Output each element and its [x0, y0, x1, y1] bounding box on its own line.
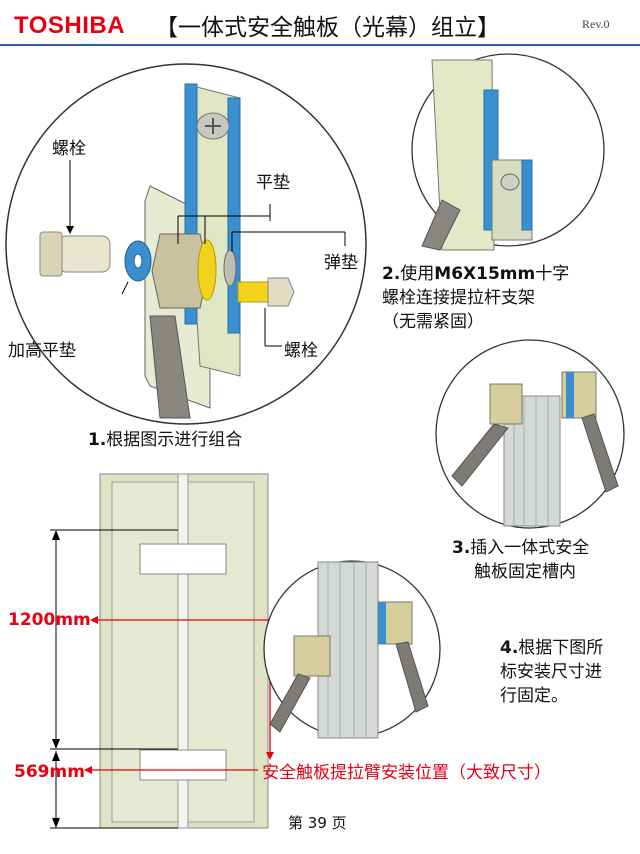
page-number-value: 39	[307, 814, 327, 832]
step2-caption: 2.使用M6X15mm十字 螺栓连接提拉杆支架 （无需紧固）	[382, 262, 569, 334]
step2-bolt-spec: M6X15mm	[434, 264, 536, 284]
step4-line2: 标安装尺寸进	[500, 662, 602, 682]
step1-text: 根据图示进行组合	[106, 430, 243, 450]
page-number: 第 39 页	[288, 812, 347, 833]
step3-number: 3.	[452, 538, 471, 558]
step4-line3: 行固定。	[500, 686, 568, 706]
page-prefix: 第	[288, 814, 304, 832]
step1-caption: 1.根据图示进行组合	[88, 428, 242, 452]
assembly-exploded-diagram	[5, 63, 367, 425]
step2-text-suffix: 十字	[535, 264, 570, 284]
dimension-upper: 1200mm	[8, 610, 91, 630]
label-flat-washer: 平垫	[256, 173, 290, 193]
toshiba-logo: TOSHIBA	[14, 12, 126, 39]
step2-line3: （无需紧固）	[382, 312, 484, 332]
label-bolt-right: 螺栓	[284, 341, 318, 361]
step2-text-prefix: 使用	[400, 264, 435, 284]
step1-number: 1.	[88, 430, 107, 450]
step2-line2: 螺栓连接提拉杆支架	[382, 288, 535, 308]
step3-caption: 3.插入一体式安全 触板固定槽内	[452, 536, 589, 584]
step3-line1: 插入一体式安全	[470, 538, 590, 558]
header-divider	[0, 44, 640, 46]
installation-elevation-diagram	[50, 473, 274, 829]
step2-number: 2.	[382, 264, 401, 284]
step3-line2: 触板固定槽内	[474, 562, 576, 582]
step4-diagram	[263, 560, 441, 739]
label-spring-washer: 弹垫	[324, 253, 358, 273]
page-title: 【一体式安全触板（光幕）组立】	[155, 15, 500, 41]
step4-number: 4.	[500, 638, 519, 658]
page-suffix: 页	[331, 814, 347, 832]
step3-diagram	[435, 339, 625, 529]
step4-line1: 根据下图所	[518, 638, 604, 658]
revision-label: Rev.0	[582, 17, 610, 31]
step4-caption: 4.根据下图所 标安装尺寸进 行固定。	[500, 636, 603, 708]
step2-diagram	[411, 53, 605, 251]
label-raised-washer: 加高平垫	[8, 341, 76, 361]
install-position-note: 安全触板提拉臂安装位置（大致尺寸）	[262, 763, 551, 783]
dimension-lower: 569mm	[14, 762, 85, 782]
label-bolt-left: 螺栓	[52, 139, 86, 159]
